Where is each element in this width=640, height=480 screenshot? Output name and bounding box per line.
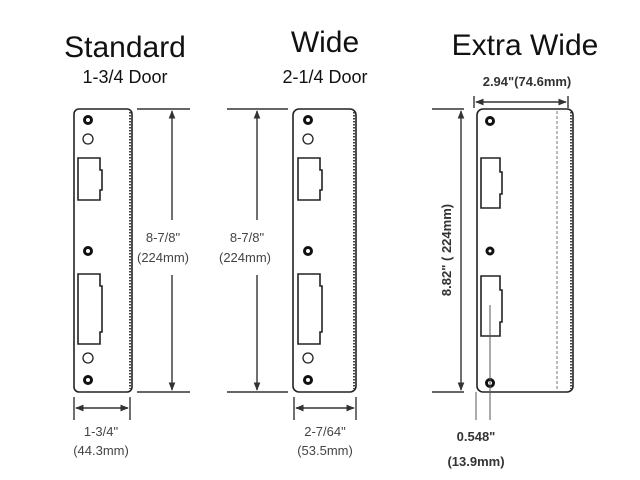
wide-width-inches: 2-7/64" — [304, 424, 346, 439]
standard-width-mm: (44.3mm) — [73, 443, 129, 458]
standard-group: Standard 1-3/4 Door 8-7/8" (224mm) 1-3/4… — [64, 31, 190, 458]
extra-wide-group: Extra Wide 2.94"(74.6mm) 8.82" ( 224mm) — [432, 29, 598, 469]
standard-height-inches: 8-7/8" — [146, 230, 181, 245]
standard-width-dimension: 1-3/4" (44.3mm) — [73, 397, 131, 458]
extra-wide-height-label: 8.82" ( 224mm) — [439, 204, 454, 296]
standard-height-mm: (224mm) — [137, 250, 189, 265]
extra-wide-width-label: 2.94"(74.6mm) — [483, 74, 572, 89]
standard-height-dimension: 8-7/8" (224mm) — [137, 108, 190, 393]
wide-subtitle: 2-1/4 Door — [282, 67, 367, 87]
wide-height-mm: (224mm) — [219, 250, 271, 265]
standard-title: Standard — [64, 31, 186, 64]
standard-width-inches: 1-3/4" — [84, 424, 119, 439]
wide-plate — [292, 108, 357, 393]
standard-plate — [73, 108, 133, 393]
extra-wide-width-dimension: 2.94"(74.6mm) — [473, 74, 572, 108]
extra-wide-title: Extra Wide — [452, 29, 599, 62]
wide-title: Wide — [291, 26, 359, 59]
extra-wide-height-dimension: 8.82" ( 224mm) — [432, 108, 465, 393]
extra-wide-offset-dimension: 0.548" (13.9mm) — [447, 305, 505, 469]
standard-subtitle: 1-3/4 Door — [82, 67, 167, 87]
wide-height-dimension: 8-7/8" (224mm) — [219, 108, 288, 393]
extra-wide-plate — [476, 108, 574, 393]
wide-height-inches: 8-7/8" — [230, 230, 265, 245]
extra-wide-offset-mm: (13.9mm) — [447, 454, 504, 469]
extra-wide-offset-inches: 0.548" — [457, 429, 496, 444]
wide-group: Wide 2-1/4 Door 8-7/8" (224mm) 2-7/64" — [219, 26, 368, 458]
wide-width-dimension: 2-7/64" (53.5mm) — [293, 397, 357, 458]
wide-width-mm: (53.5mm) — [297, 443, 353, 458]
